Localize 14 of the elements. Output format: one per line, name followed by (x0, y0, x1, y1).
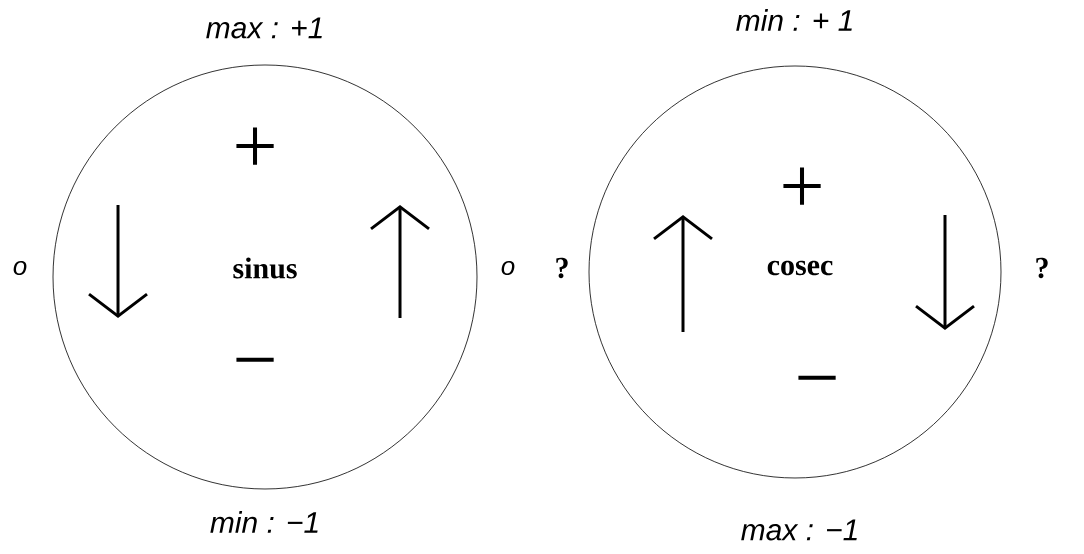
side-label: min : + 1 (736, 9, 852, 31)
side-label: min : −1 (210, 511, 318, 533)
side-label: ? (556, 257, 568, 279)
side-label: ? (1036, 257, 1048, 279)
side-label: o (501, 260, 515, 276)
side-label: max : +1 (206, 17, 322, 39)
side-label: o (13, 260, 27, 276)
sign-label: − (236, 357, 274, 362)
sign-label: + (783, 167, 821, 205)
node-label: sinus (233, 257, 297, 279)
sign-label: + (236, 127, 274, 165)
sign-label: − (798, 375, 836, 380)
side-label: max : −1 (741, 519, 857, 541)
node-label: cosec (767, 260, 833, 276)
